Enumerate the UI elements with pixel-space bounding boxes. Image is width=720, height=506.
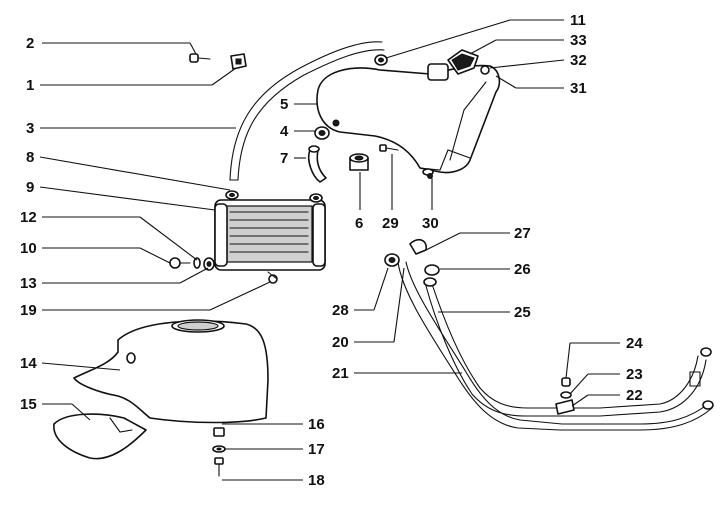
part-13-bushing [203, 257, 215, 271]
leader-lines [39, 19, 620, 481]
callout-13: 13 [20, 275, 37, 292]
callout-4: 4 [280, 123, 289, 140]
callout-2: 2 [26, 35, 34, 52]
part-26-clamp [423, 264, 440, 287]
callout-32: 32 [570, 52, 587, 69]
part-8-grommets [225, 190, 323, 203]
callout-1: 1 [26, 77, 34, 94]
callout-9: 9 [26, 179, 34, 196]
part-15-flap [53, 413, 147, 460]
part-27-hose-end [409, 238, 428, 255]
callout-6: 6 [355, 215, 363, 232]
part-29-bolt [379, 144, 399, 152]
part-14-cover [73, 319, 269, 424]
part-32-spring-clip [480, 65, 490, 75]
callout-31: 31 [570, 80, 587, 97]
part-21-coolant-pipe [397, 261, 714, 431]
part-11-hose-clamp [374, 54, 388, 66]
part-22-clip [555, 399, 575, 415]
part-6-rubber-mount [349, 153, 369, 171]
part-33-filler-cap [427, 49, 479, 81]
callout-22: 22 [626, 387, 643, 404]
part-19-screw [267, 271, 278, 284]
callout-24: 24 [626, 335, 643, 352]
part-24-screw [561, 377, 571, 387]
callout-21: 21 [332, 365, 349, 382]
part-5-expansion-tank [316, 64, 501, 179]
callout-10: 10 [20, 240, 37, 257]
callout-19: 19 [20, 302, 37, 319]
callout-28: 28 [332, 302, 349, 319]
part-18-bolt [214, 457, 224, 477]
callout-3: 3 [26, 120, 34, 137]
part-3-overflow-hose [229, 41, 385, 181]
part-17-washer [212, 445, 226, 453]
part-4-grommet [314, 126, 330, 140]
callout-8: 8 [26, 149, 34, 166]
callout-11: 11 [570, 12, 586, 29]
callout-15: 15 [20, 396, 37, 413]
part-25-coolant-pipe [425, 283, 712, 417]
part-28-clamp [384, 253, 400, 267]
part-7-elbow-hose [307, 145, 327, 183]
callout-26: 26 [514, 261, 531, 278]
callout-12: 12 [20, 209, 37, 226]
callout-25: 25 [514, 304, 531, 321]
part-16-nut [213, 427, 225, 437]
callout-labels: 2 1 3 8 9 12 10 13 19 14 15 11 33 32 31 … [20, 12, 643, 489]
callout-18: 18 [308, 472, 325, 489]
callout-20: 20 [332, 334, 349, 351]
callout-16: 16 [308, 416, 325, 433]
callout-27: 27 [514, 225, 531, 242]
callout-14: 14 [20, 355, 37, 372]
callout-29: 29 [382, 215, 399, 232]
part-9-radiator [214, 199, 326, 271]
part-12-washer [193, 257, 201, 269]
callout-7: 7 [280, 150, 288, 167]
callout-5: 5 [280, 96, 288, 113]
part-23-washer [560, 391, 572, 399]
part-2-screw [189, 53, 211, 63]
callout-23: 23 [626, 366, 643, 383]
part-1-clip-nut [230, 53, 247, 70]
callout-30: 30 [422, 215, 439, 232]
part-10-bolt [169, 257, 191, 269]
callout-33: 33 [570, 32, 587, 49]
callout-17: 17 [308, 441, 325, 458]
